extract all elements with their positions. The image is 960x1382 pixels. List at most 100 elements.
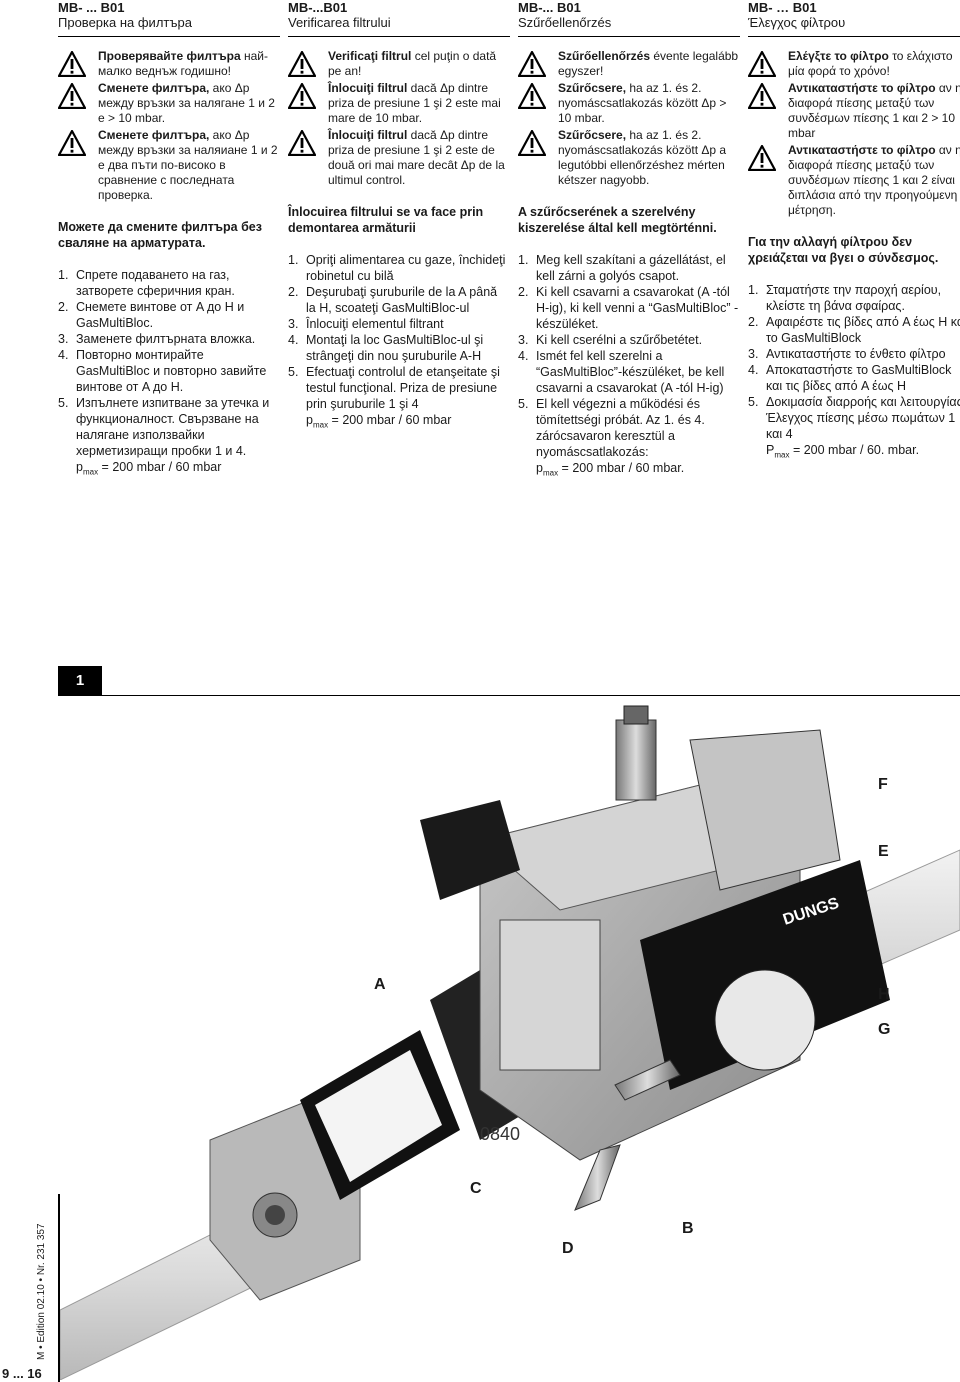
step-number: 2. bbox=[58, 300, 69, 314]
warning-text: dacă Δp dintre priza de presiune 1 şi 2 … bbox=[328, 81, 501, 125]
warning-icon bbox=[748, 51, 776, 77]
warning-icon bbox=[288, 130, 316, 156]
pmax-value: = 200 mbar / 60 mbar bbox=[328, 413, 452, 427]
step-number: 4. bbox=[288, 333, 299, 347]
step-text: Înlocuiţi elementul filtrant bbox=[306, 317, 444, 331]
valve-stamp: 0840 bbox=[480, 1124, 520, 1144]
step-number: 4. bbox=[748, 363, 759, 377]
warning-text: Αντικαταστήστε το φίλτρο bbox=[788, 143, 936, 157]
step-number: 2. bbox=[748, 315, 759, 329]
warning-item: Αντικαταστήστε το φίλτρο αν η διαφορά πί… bbox=[748, 143, 960, 218]
connector-left bbox=[420, 800, 520, 900]
model-code: MB- ... B01 bbox=[58, 0, 125, 15]
connector-right bbox=[689, 729, 841, 891]
step-item: 1.Σταματήστε την παροχή αερίου, κλείστε … bbox=[748, 282, 960, 314]
page-number: 9 ... 16 bbox=[2, 1366, 42, 1381]
warning-text: Ελέγξτε το φίλτρο bbox=[788, 49, 889, 63]
step-text: Σταματήστε την παροχή αερίου, κλείστε τη… bbox=[766, 283, 942, 313]
figure-number: 1 bbox=[58, 666, 102, 696]
callout-e: E bbox=[878, 843, 889, 860]
step-item: 1.Meg kell szakítani a gázellátást, el k… bbox=[518, 252, 740, 284]
pmax-symbol: P bbox=[766, 443, 775, 457]
pmax-sub: max bbox=[542, 468, 559, 478]
callout-a: A bbox=[374, 976, 386, 993]
pmax-value: = 200 mbar / 60 mbar. bbox=[558, 461, 685, 475]
step-text: Ismét fel kell szerelni a “GasMultiBloc”… bbox=[536, 349, 725, 395]
pmax-sub: max bbox=[312, 420, 329, 430]
warning-icon bbox=[518, 51, 546, 77]
pmax-sub: max bbox=[82, 467, 99, 477]
warning-item: Сменете филтъра, ако Δp между връзки за … bbox=[58, 81, 280, 126]
subheading: Можете да смените филтъра без сваляне на… bbox=[58, 220, 262, 250]
warning-text: Verificaţi filtrul bbox=[328, 49, 412, 63]
step-item: 3.Înlocuiţi elementul filtrant bbox=[288, 316, 510, 332]
step-item: 5. El kell végezni a működési és tömített… bbox=[518, 396, 740, 460]
step-item: 5.Efectuaţi controlul de etanşeitate şi … bbox=[288, 364, 510, 412]
pmax-line: pmax = 200 mbar / 60 mbar bbox=[58, 459, 280, 481]
warning-icon bbox=[58, 83, 86, 109]
step-number: 2. bbox=[288, 285, 299, 299]
model-code: MB-...B01 bbox=[288, 0, 348, 15]
step-text: Montaţi la loc GasMultiBloc-ul şi strâng… bbox=[306, 333, 484, 363]
steps-list: 1.Спрете подаването на газ, затворете сф… bbox=[58, 267, 280, 481]
warning-text: Szűrőellenőrzés bbox=[558, 49, 651, 63]
warning-icon bbox=[748, 145, 776, 171]
step-text: El kell végezni a működési és tömítettsé… bbox=[536, 397, 705, 459]
step-text: Αποκαταστήστε το GasMultiBlock και τις β… bbox=[766, 363, 952, 393]
step-number: 1. bbox=[58, 268, 69, 282]
step-text: Meg kell szakítani a gázellátást, el kel… bbox=[536, 253, 726, 283]
warning-item: Szűrőcsere, ha az 1. és 2. nyomáscsatlak… bbox=[518, 128, 740, 188]
step-number: 3. bbox=[518, 333, 529, 347]
warning-item: Verificaţi filtrul cel puţin o dată pe a… bbox=[288, 49, 510, 79]
pmax-symbol: p bbox=[306, 413, 313, 427]
edition-text: M • Edition 02.10 • Nr. 231 357 bbox=[36, 1223, 47, 1360]
step-text: Αφαιρέστε τις βίδες από A έως H και το G… bbox=[766, 315, 960, 345]
step-text: Повторно монтирайте GasMultiBloc и повто… bbox=[76, 348, 267, 394]
step-number: 5. bbox=[518, 397, 529, 411]
step-number: 4. bbox=[518, 349, 529, 363]
step-text: Αντικαταστήστε το ένθετο φίλτρο bbox=[766, 347, 946, 361]
warning-text: Сменете филтъра, bbox=[98, 81, 210, 95]
warning-text: αν η διαφορά πίεσης μεταξύ των συνδέσμων… bbox=[788, 143, 960, 217]
section-title: Проверка на филтъра bbox=[58, 15, 192, 30]
warning-text: dacă Δp dintre priza de presiune 1 şi 2 … bbox=[328, 128, 505, 187]
pmax-line: Pmax = 200 mbar / 60. mbar. bbox=[748, 442, 960, 464]
warning-item: Szűrőellenőrzés évente legalább egyszer! bbox=[518, 49, 740, 79]
warning-text: Înlocuiţi filtrul bbox=[328, 128, 408, 142]
steps-list: 1.Opriţi alimentarea cu gaze, închideţi … bbox=[288, 252, 510, 434]
step-text: Снемете винтове от A до H и GasMultiBloc… bbox=[76, 300, 245, 330]
step-item: 2. Снемете винтове от A до H и GasMultiBl… bbox=[58, 299, 280, 331]
step-number: 2. bbox=[518, 285, 529, 299]
step-item: 4. Ismét fel kell szerelni a “GasMultiBlo… bbox=[518, 348, 740, 396]
warning-text: ако Δp между връзки за налягане 1 и 2 е … bbox=[98, 81, 275, 125]
step-number: 4. bbox=[58, 348, 69, 362]
step-item: 3. Αντικαταστήστε το ένθετο φίλτρο bbox=[748, 346, 960, 362]
step-number: 1. bbox=[288, 253, 299, 267]
callout-d: D bbox=[562, 1240, 574, 1257]
warning-text: cel puţin o dată pe an! bbox=[328, 49, 497, 78]
warning-text: αν η διαφορά πίεσης μεταξύ των συνδέσμων… bbox=[788, 81, 960, 140]
warning-block: Ελέγξτε το φίλτρο το ελάχιστο μία φορά τ… bbox=[748, 49, 960, 218]
warning-item: Ελέγξτε το φίλτρο το ελάχιστο μία φορά τ… bbox=[748, 49, 960, 79]
step-number: 5. bbox=[288, 365, 299, 379]
step-number: 5. bbox=[58, 396, 69, 410]
step-item: 4. Αποκαταστήστε το GasMultiBlock και τις… bbox=[748, 362, 960, 394]
warning-icon bbox=[288, 83, 316, 109]
warning-text: Сменете филтъра, bbox=[98, 128, 210, 142]
step-text: Δοκιμασία διαρροής και λειτουργίας Έλεγχ… bbox=[766, 395, 960, 441]
warning-icon bbox=[748, 83, 776, 109]
pmax-value: = 200 mbar / 60. mbar. bbox=[789, 443, 920, 457]
step-number: 3. bbox=[748, 347, 759, 361]
warning-icon bbox=[288, 51, 316, 77]
subheading: Για την αλλαγή φίλτρου δεν χρειάζεται να… bbox=[748, 235, 939, 265]
step-item: 4. Повторно монтирайте GasMultiBloc и пов… bbox=[58, 347, 280, 395]
warning-text: ha az 1. és 2. nyomáscsatlakozás között … bbox=[558, 81, 727, 125]
side-bar bbox=[58, 1194, 60, 1382]
warning-item: Înlocuiţi filtrul dacă Δp dintre priza d… bbox=[288, 81, 510, 126]
warning-block: Проверявайте филтъра най-малко веднъж го… bbox=[58, 49, 280, 203]
